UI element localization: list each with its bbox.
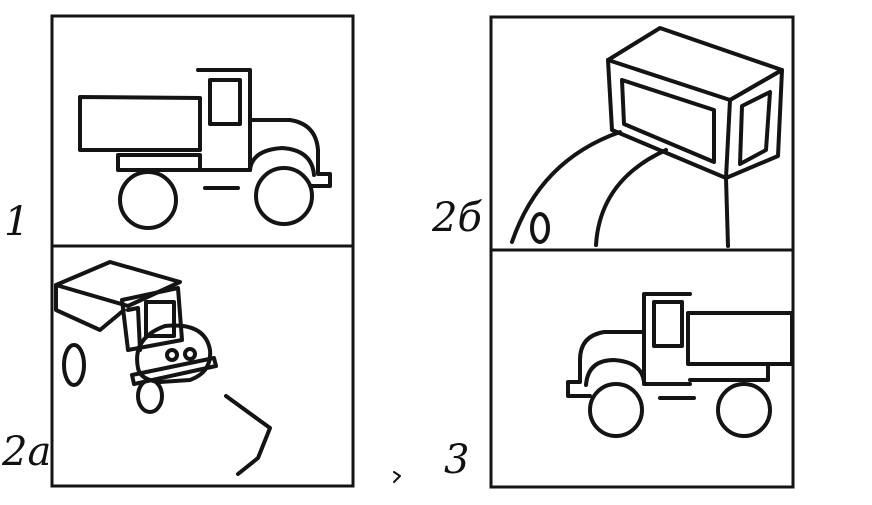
cab-pillar (724, 176, 730, 248)
truck-chassis (116, 153, 202, 172)
truck-hood (248, 118, 332, 188)
front-fender (248, 146, 316, 177)
panel-3-truck-side-view (566, 292, 794, 438)
front-wheel (254, 166, 314, 226)
truck-hood (566, 330, 646, 398)
cab-front-face (606, 58, 732, 180)
cab-roof (606, 26, 784, 102)
truck-body (78, 95, 202, 152)
front-wheel (136, 378, 164, 414)
panel-2b-cab-closeup (510, 26, 784, 248)
right-strip (489, 15, 795, 489)
stray-mark (393, 471, 401, 483)
cab-windshield (144, 300, 176, 338)
truck-cab (196, 68, 252, 172)
right-strip-border (489, 15, 795, 489)
panel-label-3: 3 (444, 437, 470, 483)
truck-cab (642, 292, 692, 386)
truck-body (686, 311, 794, 366)
arch-inner (594, 148, 668, 247)
panel-label-2a: 2a (2, 429, 52, 475)
truck-body-side (54, 283, 126, 332)
hand-pointer (224, 394, 272, 476)
cab-side-window (126, 306, 142, 352)
cab-window-side (738, 90, 772, 166)
left-strip-border (50, 14, 355, 488)
front-bumper (130, 356, 218, 386)
headlight-left (165, 348, 179, 362)
cab-window (208, 78, 242, 126)
truck-chassis (688, 362, 770, 382)
cab-window-front (620, 78, 716, 164)
front-wheel (588, 382, 644, 438)
steering-mark (530, 212, 550, 244)
truck-roof-top (54, 260, 182, 308)
left-strip (50, 14, 355, 488)
cab-side-face (724, 68, 784, 180)
arch-outer (510, 130, 622, 244)
cab-front (120, 286, 184, 352)
front-fender (584, 358, 646, 387)
rear-wheel (62, 343, 86, 387)
cab-window (652, 300, 684, 348)
panel-2a-truck-front-view (54, 260, 272, 476)
rear-wheel (118, 170, 178, 230)
headlight-right (183, 347, 197, 361)
panel-1-truck-side-view (78, 68, 332, 230)
panel-label-2b: 2б (432, 195, 482, 241)
rear-wheel (716, 382, 772, 438)
panel-label-1: 1 (4, 199, 30, 245)
